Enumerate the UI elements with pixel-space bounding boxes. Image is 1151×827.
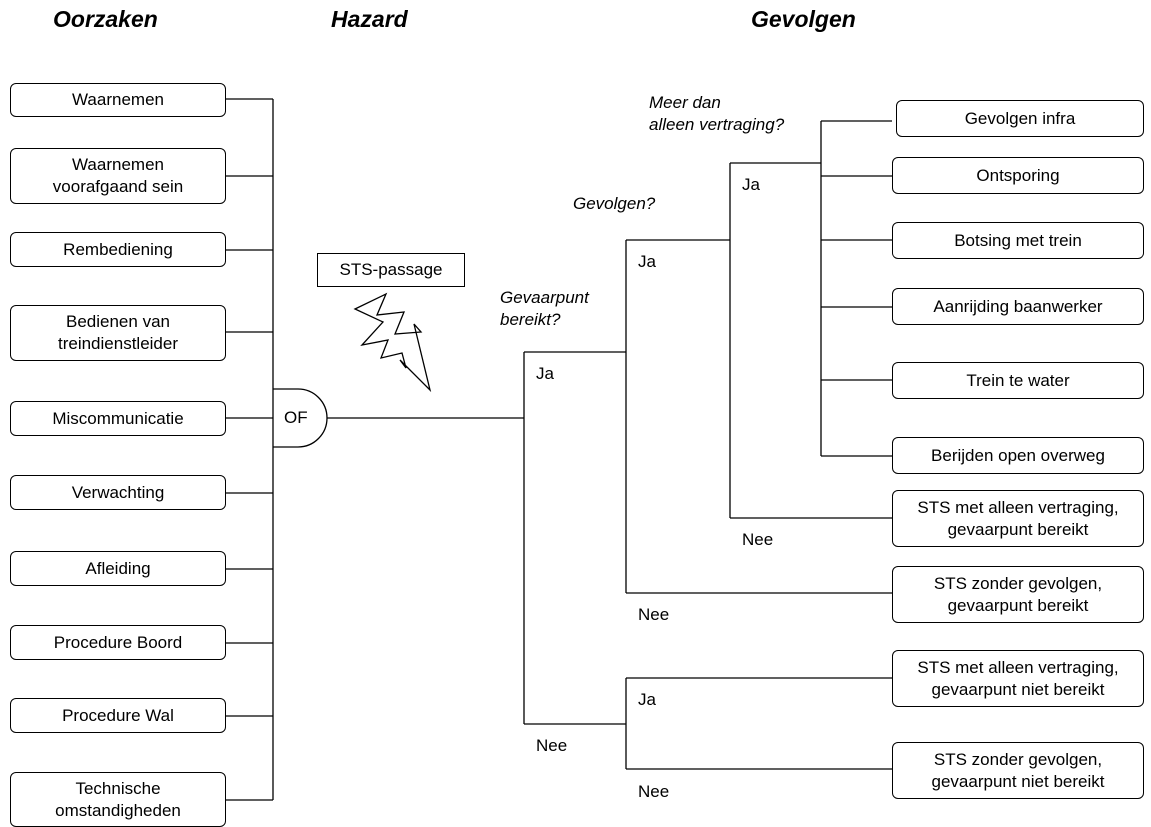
outcome-box: STS met alleen vertraging, gevaarpunt ni… (892, 650, 1144, 707)
cause-box: Miscommunicatie (10, 401, 226, 436)
branch-label-ja: Ja (536, 364, 554, 383)
question-meer-dan-vertraging: Meer dan alleen vertraging? (649, 93, 785, 134)
branch-label-nee: Nee (638, 782, 670, 801)
cause-box: Procedure Boord (10, 625, 226, 660)
outcome-box: Trein te water (892, 362, 1144, 399)
header-hazard: Hazard (331, 6, 408, 32)
cause-box: Procedure Wal (10, 698, 226, 733)
outcome-box: STS zonder gevolgen, gevaarpunt bereikt (892, 566, 1144, 623)
cause-box: Afleiding (10, 551, 226, 586)
outcome-box: Botsing met trein (892, 222, 1144, 259)
branch-label-nee: Nee (638, 605, 670, 624)
branch-label-nee: Nee (742, 530, 774, 549)
cause-box: Waarnemen (10, 83, 226, 117)
cause-box: Waarnemen voorafgaand sein (10, 148, 226, 204)
branch-label-ja: Ja (742, 175, 760, 194)
cause-box: Rembediening (10, 232, 226, 267)
outcome-box: STS met alleen vertraging, gevaarpunt be… (892, 490, 1144, 547)
cause-box: Technische omstandigheden (10, 772, 226, 827)
outcome-box: Berijden open overweg (892, 437, 1144, 474)
outcome-box: Gevolgen infra (896, 100, 1144, 137)
or-gate-label: OF (284, 408, 308, 427)
question-gevaarpunt: Gevaarpunt bereikt? (500, 288, 589, 329)
header-consequences: Gevolgen (751, 6, 856, 32)
outcome-box: Aanrijding baanwerker (892, 288, 1144, 325)
cause-box: Verwachting (10, 475, 226, 510)
cause-box: Bedienen van treindienstleider (10, 305, 226, 361)
or-gate-shape (273, 388, 328, 448)
outcome-box: Ontsporing (892, 157, 1144, 194)
branch-label-ja: Ja (638, 252, 656, 271)
branch-label-nee: Nee (536, 736, 568, 755)
question-gevolgen: Gevolgen? (573, 194, 656, 213)
branch-label-ja: Ja (638, 690, 656, 709)
lightning-bolt-icon (353, 292, 432, 393)
hazard-box: STS-passage (317, 253, 465, 287)
outcome-box: STS zonder gevolgen, gevaarpunt niet ber… (892, 742, 1144, 799)
header-causes: Oorzaken (53, 6, 158, 32)
